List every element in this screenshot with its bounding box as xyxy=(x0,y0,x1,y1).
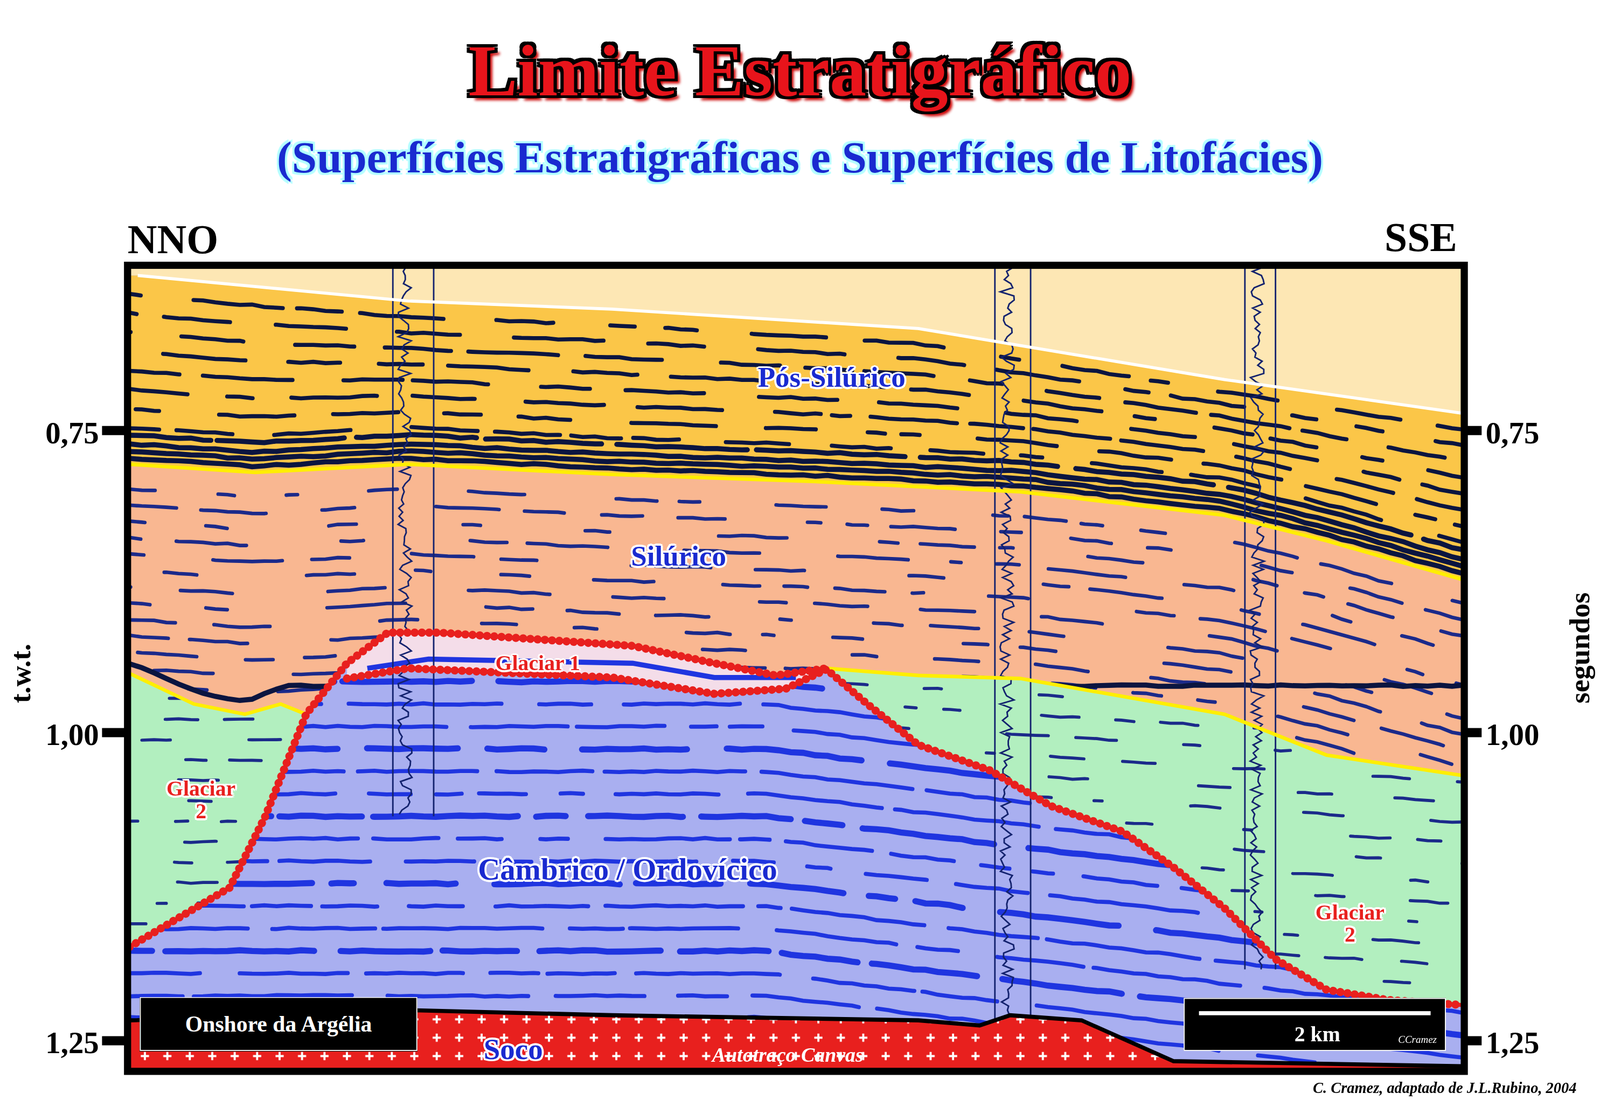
label-text: NNO xyxy=(127,216,219,263)
glacial-surface xyxy=(129,632,827,947)
unit-label: Câmbrico / Ordovícico xyxy=(477,853,778,886)
label-text: 1,00 xyxy=(1485,717,1540,752)
glacial-surface xyxy=(346,668,1463,1006)
axis-ticks xyxy=(101,430,1482,1041)
unit-text: Pós-Silúrico xyxy=(757,361,906,394)
axis-value: 0,75 xyxy=(45,416,99,449)
title-text: Limite Estratigráfico xyxy=(468,29,1132,112)
reflector xyxy=(129,800,1463,844)
unit-text: Glaciar 2 xyxy=(166,776,236,824)
reflector xyxy=(129,861,1463,864)
well-track xyxy=(1030,267,1032,1031)
label-text: 1,25 xyxy=(1485,1025,1540,1060)
label-box: Onshore da Argélia xyxy=(139,997,417,1052)
caption: C. Cramez, adaptado de J.L.Rubino, 2004 xyxy=(1312,1080,1577,1097)
reflector xyxy=(129,861,1463,905)
label-text: segundos xyxy=(1563,592,1596,704)
unit-text: Silúrico xyxy=(630,540,727,573)
box-text: Onshore da Argélia xyxy=(185,1010,373,1038)
reflector xyxy=(129,759,1463,802)
unit-text: Glaciar 2 xyxy=(1315,900,1385,948)
reflector xyxy=(129,902,1463,946)
label-text: Autotraço Canvas xyxy=(712,1043,864,1067)
subtitle: (Superfícies Estratigráficas e Superfíci… xyxy=(276,134,1324,182)
well-log xyxy=(398,267,413,815)
axis-value: 1,00 xyxy=(1485,718,1540,751)
scale-text: 2 km xyxy=(1294,1021,1341,1048)
label-text: 0,75 xyxy=(1485,415,1540,450)
label-text: 0,75 xyxy=(45,415,99,450)
unit-label: Glaciar 2 xyxy=(1308,900,1392,946)
horizon-line xyxy=(137,275,1463,414)
reflector xyxy=(129,739,1463,741)
reflector xyxy=(129,902,1463,904)
watermark: Autotraço Canvas xyxy=(712,1044,864,1067)
scale-bar xyxy=(1199,1011,1431,1016)
unit-text: Câmbrico / Ordovícico xyxy=(477,852,778,887)
well-track xyxy=(392,267,394,817)
reflector xyxy=(129,698,1463,741)
reflector xyxy=(129,718,1463,721)
diagram-title: Limite Estratigráfico xyxy=(468,32,1132,110)
label-text: SSE xyxy=(1384,214,1458,261)
unit-label: Soco xyxy=(483,1033,544,1065)
reflector xyxy=(129,698,1463,700)
reflector xyxy=(129,759,1463,762)
unit-text: Soco xyxy=(483,1032,544,1066)
axis-value: 1,00 xyxy=(45,718,99,751)
unit-text: Glaciar 1 xyxy=(495,650,581,676)
well-track xyxy=(433,267,435,817)
well-track xyxy=(1274,267,1277,970)
section-frame xyxy=(127,265,1465,1071)
axis-value: 0,75 xyxy=(1485,416,1540,449)
unit-label: Glaciar 2 xyxy=(158,777,243,823)
reflector xyxy=(129,553,1463,671)
reflector xyxy=(129,820,1463,864)
label-text: t.w.t. xyxy=(4,643,37,704)
reflector xyxy=(129,820,1463,823)
horizon-line xyxy=(129,464,1463,580)
caption-text: C. Cramez, adaptado de J.L.Rubino, 2004 xyxy=(1312,1079,1577,1096)
reflector xyxy=(129,739,1463,783)
well-logs xyxy=(392,267,1276,1031)
unit-label: Pós-Silúrico xyxy=(757,362,906,393)
axis-title: t.w.t. xyxy=(5,643,36,704)
reflector xyxy=(129,840,1463,883)
well-log xyxy=(1249,267,1264,970)
well-track xyxy=(993,267,996,1031)
glacial-surface xyxy=(346,668,1463,1006)
reflector xyxy=(129,881,1463,925)
reflector xyxy=(129,537,1463,653)
reflector xyxy=(129,881,1463,884)
axis-value: 1,25 xyxy=(1485,1026,1540,1060)
reflector xyxy=(129,922,1463,925)
reflector xyxy=(129,984,1463,986)
reflector xyxy=(129,963,1463,966)
label-box: 2 km CCramez xyxy=(1183,997,1446,1051)
label-text: 1,25 xyxy=(45,1025,99,1060)
reflector xyxy=(129,800,1463,803)
reflector xyxy=(129,602,1463,719)
horizon-line xyxy=(826,668,1463,776)
direction-label: NNO xyxy=(127,218,219,262)
reflector xyxy=(129,840,1463,843)
well-log xyxy=(999,267,1014,1031)
reflector xyxy=(129,780,1463,823)
label-text: 1,00 xyxy=(45,717,99,752)
glacial-surface xyxy=(129,632,827,947)
direction-label: SSE xyxy=(1384,216,1458,260)
axis-value: 1,25 xyxy=(45,1026,99,1060)
glacier-fill xyxy=(129,673,307,948)
horizon-line xyxy=(129,673,307,715)
reflector xyxy=(129,619,1463,735)
unit-label: Silúrico xyxy=(630,540,727,572)
reflector xyxy=(129,995,1463,1070)
credit-mark: CCramez xyxy=(1397,1033,1437,1046)
well-track xyxy=(1243,267,1246,970)
reflector xyxy=(129,780,1463,782)
axis-title: segundos xyxy=(1564,592,1595,704)
unit-label: Glaciar 1 xyxy=(495,651,581,675)
label-text: (Superfícies Estratigráficas e Superfíci… xyxy=(276,132,1324,183)
